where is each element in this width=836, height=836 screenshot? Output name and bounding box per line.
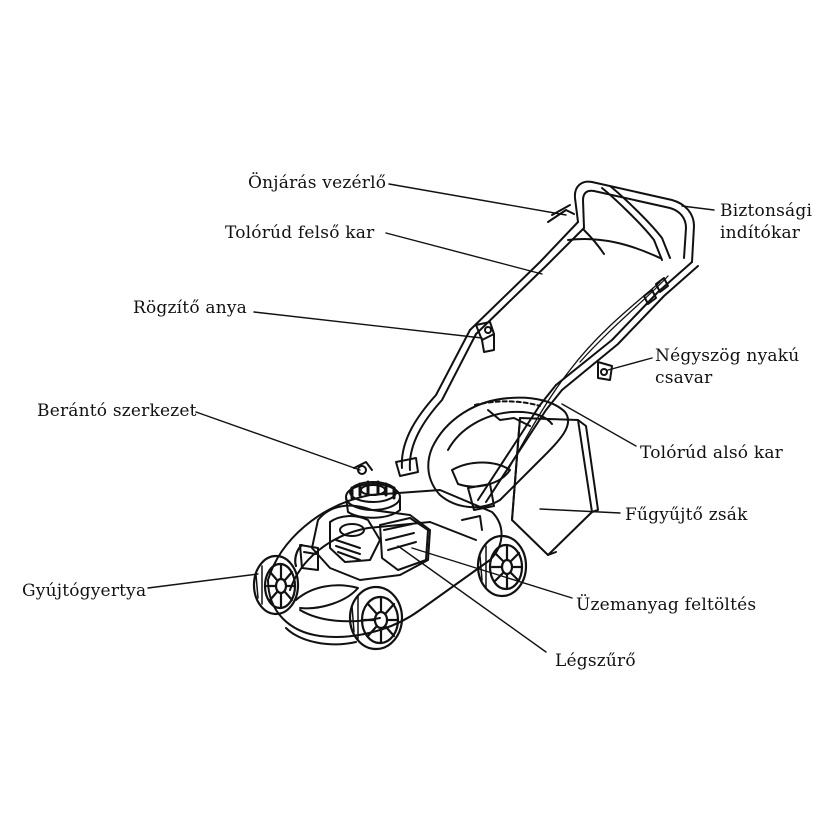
label-carriage-bolt-line2: csavar bbox=[655, 368, 713, 388]
front-right-wheel bbox=[348, 585, 404, 651]
label-upper-handle: Tolórúd felső kar bbox=[225, 223, 375, 243]
handle-drawing bbox=[395, 180, 699, 531]
leader-safety-lever bbox=[681, 205, 715, 211]
leader-lower-handle bbox=[561, 403, 637, 447]
rear-cover-drawing bbox=[427, 396, 570, 509]
leader-air-filter bbox=[397, 545, 547, 653]
label-locking-nut: Rögzítő anya bbox=[133, 298, 248, 318]
leader-grass-bag bbox=[539, 508, 621, 514]
wheels-drawing bbox=[252, 534, 528, 651]
grass-bag-drawing bbox=[511, 417, 599, 556]
label-starter: Berántó szerkezet bbox=[37, 401, 197, 421]
label-carriage-bolt: Négyszög nyakú csavar bbox=[655, 345, 799, 389]
label-spark-plug: Gyújtógyertya bbox=[22, 581, 147, 601]
label-safety-lever-line1: Biztonsági bbox=[720, 201, 813, 221]
label-safety-lever: Biztonsági indítókar bbox=[720, 200, 812, 244]
leader-spark-plug bbox=[147, 573, 259, 589]
label-lower-handle: Tolórúd alsó kar bbox=[640, 443, 783, 463]
leader-locking-nut bbox=[253, 311, 483, 339]
leader-lines bbox=[147, 183, 715, 653]
leader-self-drive bbox=[388, 183, 567, 216]
leader-upper-handle bbox=[385, 232, 543, 275]
engine-drawing bbox=[299, 461, 431, 581]
label-self-drive-control: Önjárás vezérlő bbox=[248, 173, 387, 193]
label-grass-bag: Fűgyűjtő zsák bbox=[625, 505, 748, 525]
leader-carriage-bolt bbox=[607, 357, 653, 371]
rear-left-wheel bbox=[294, 543, 304, 568]
front-left-wheel bbox=[252, 554, 300, 616]
rear-right-wheel bbox=[476, 534, 528, 598]
label-air-filter: Légszűrő bbox=[555, 651, 636, 671]
leader-starter bbox=[195, 411, 361, 471]
label-fuel-fill: Üzemanyag feltöltés bbox=[576, 595, 757, 615]
label-safety-lever-line2: indítókar bbox=[720, 223, 801, 243]
label-carriage-bolt-line1: Négyszög nyakú bbox=[655, 346, 800, 366]
leader-fuel-fill bbox=[411, 547, 573, 599]
